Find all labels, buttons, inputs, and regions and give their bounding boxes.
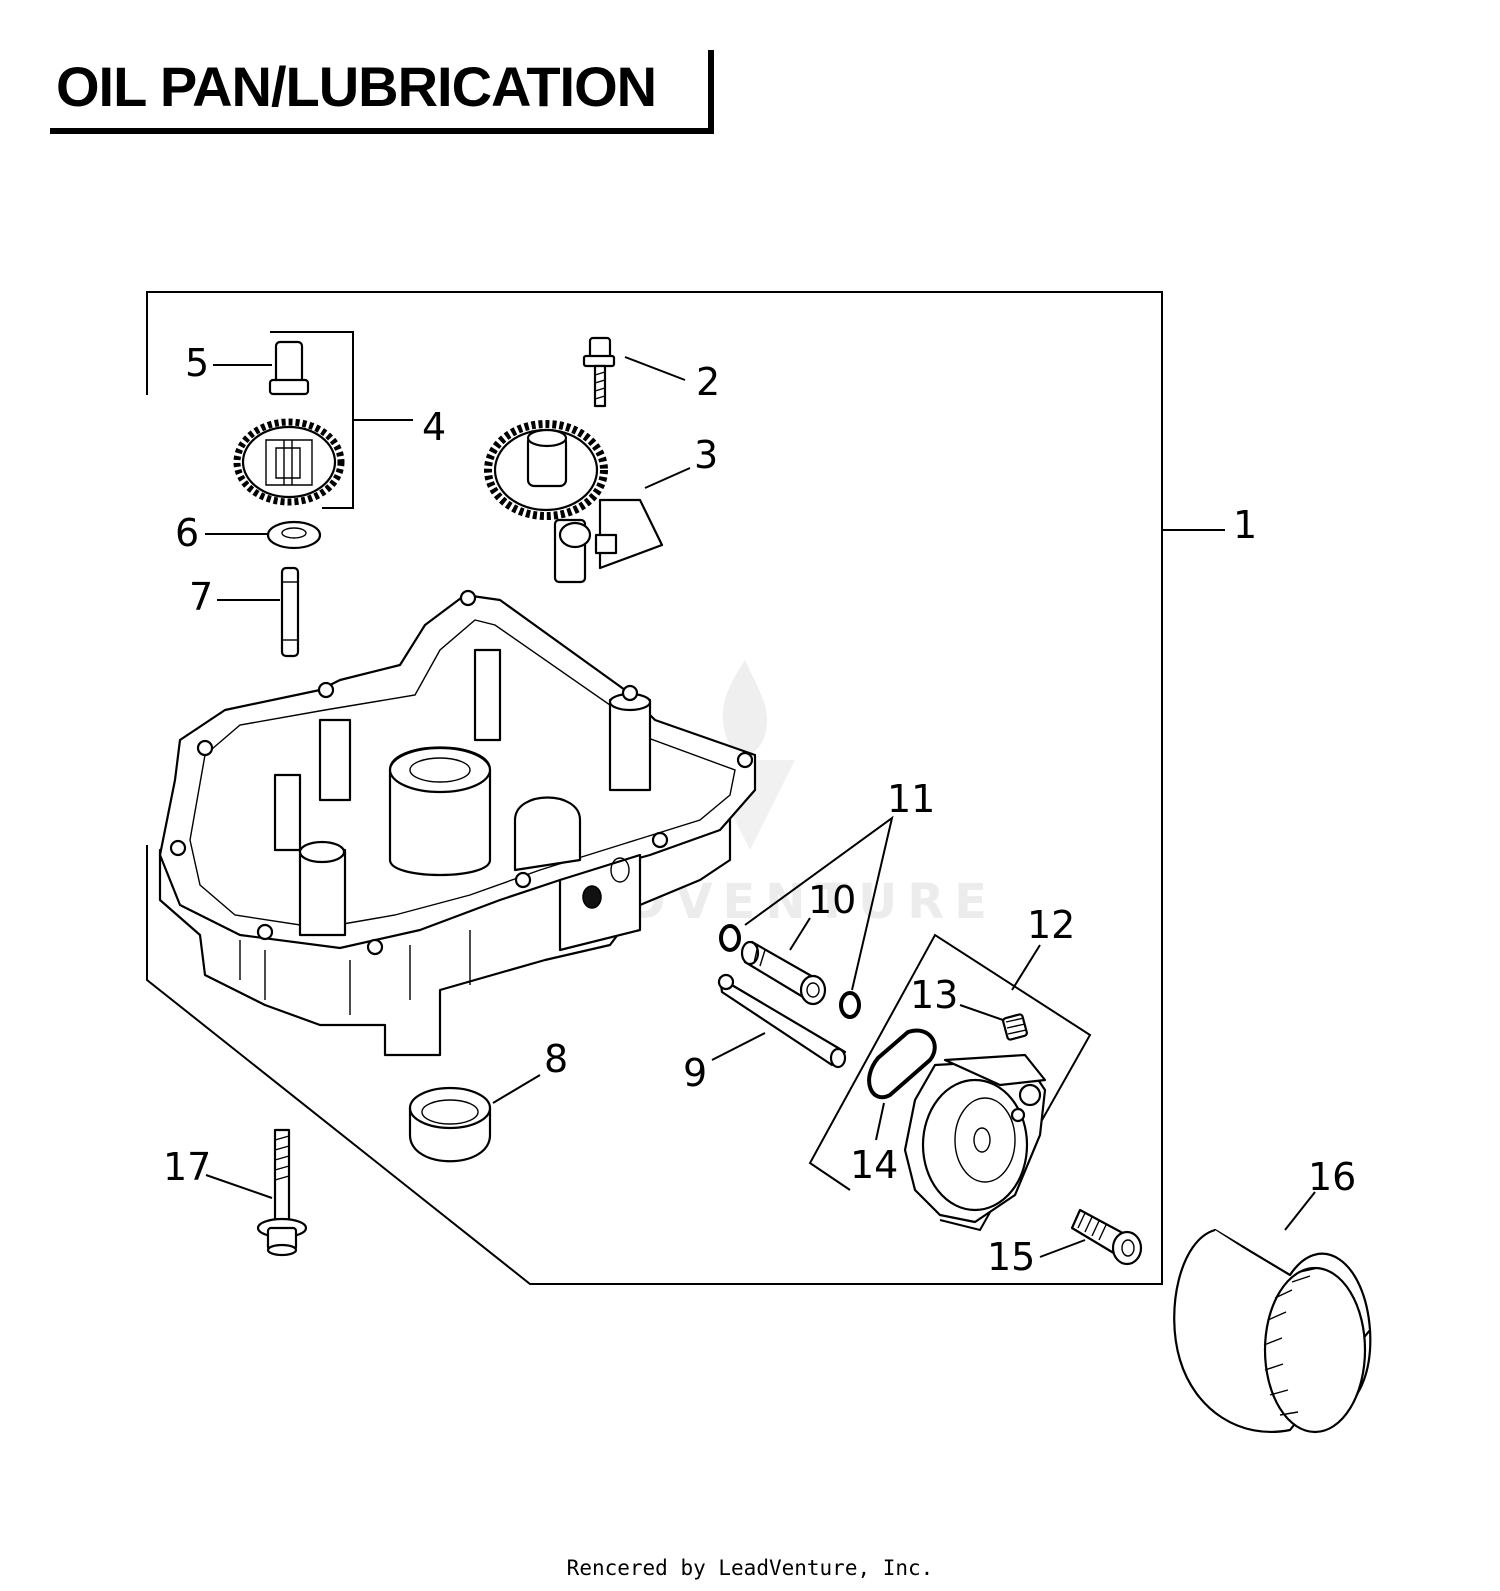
title-frame: OIL PAN/LUBRICATION — [50, 50, 714, 134]
leader-3 — [644, 467, 691, 489]
leader-12 — [1011, 944, 1041, 991]
callout-16: 16 — [1308, 1155, 1356, 1199]
oil-pan — [158, 589, 757, 1057]
part-7-pin — [280, 566, 300, 658]
bracket-12 — [808, 933, 1092, 1232]
part-17-flange-bolt — [256, 1128, 308, 1257]
leader-8 — [492, 1074, 541, 1104]
part-11-o-rings — [719, 924, 861, 1019]
part-10-fitting — [740, 940, 827, 1006]
callout-17: 17 — [163, 1145, 211, 1189]
part-13-plug — [1002, 1013, 1028, 1041]
callout-12: 12 — [1027, 903, 1075, 947]
callout-7: 7 — [189, 575, 213, 619]
assembly-bracket — [146, 291, 1163, 1285]
part-2-bolt — [582, 336, 616, 408]
callout-15: 15 — [987, 1235, 1035, 1279]
leader-9 — [711, 1032, 766, 1061]
leader-16 — [1284, 1191, 1316, 1231]
part-9-pipe — [717, 973, 847, 1069]
part-12-filter-base — [903, 1053, 1047, 1224]
diagram-title: OIL PAN/LUBRICATION — [56, 55, 657, 118]
leader-10 — [789, 917, 811, 951]
part-15-nipple — [1070, 1208, 1143, 1266]
callout-10: 10 — [808, 878, 856, 922]
callout-13: 13 — [910, 973, 958, 1017]
callout-5: 5 — [185, 341, 209, 385]
leader-17 — [205, 1174, 273, 1199]
callout-14: 14 — [850, 1143, 898, 1187]
leader-2 — [624, 356, 686, 381]
leader-14 — [875, 1102, 885, 1141]
part-16-oil-filter — [1173, 1228, 1372, 1434]
callout-4: 4 — [422, 405, 446, 449]
callout-3: 3 — [694, 433, 718, 477]
callout-11: 11 — [887, 777, 935, 821]
render-credit: Rencered by LeadVenture, Inc. — [566, 1556, 934, 1580]
leader-11 — [744, 815, 894, 991]
callout-8: 8 — [544, 1037, 568, 1081]
part-4-gear — [233, 418, 345, 506]
part-14-gasket — [867, 1028, 937, 1100]
part-3-governor-gear — [484, 420, 664, 584]
part-8-oil-seal — [408, 1086, 492, 1163]
callout-1: 1 — [1233, 503, 1257, 547]
callout-2: 2 — [696, 360, 720, 404]
leader-15 — [1039, 1239, 1086, 1258]
part-5-bolt — [268, 340, 310, 396]
callout-9: 9 — [683, 1051, 707, 1095]
part-6-washer — [266, 520, 322, 550]
leader-13 — [959, 1004, 1004, 1021]
callout-6: 6 — [175, 511, 199, 555]
